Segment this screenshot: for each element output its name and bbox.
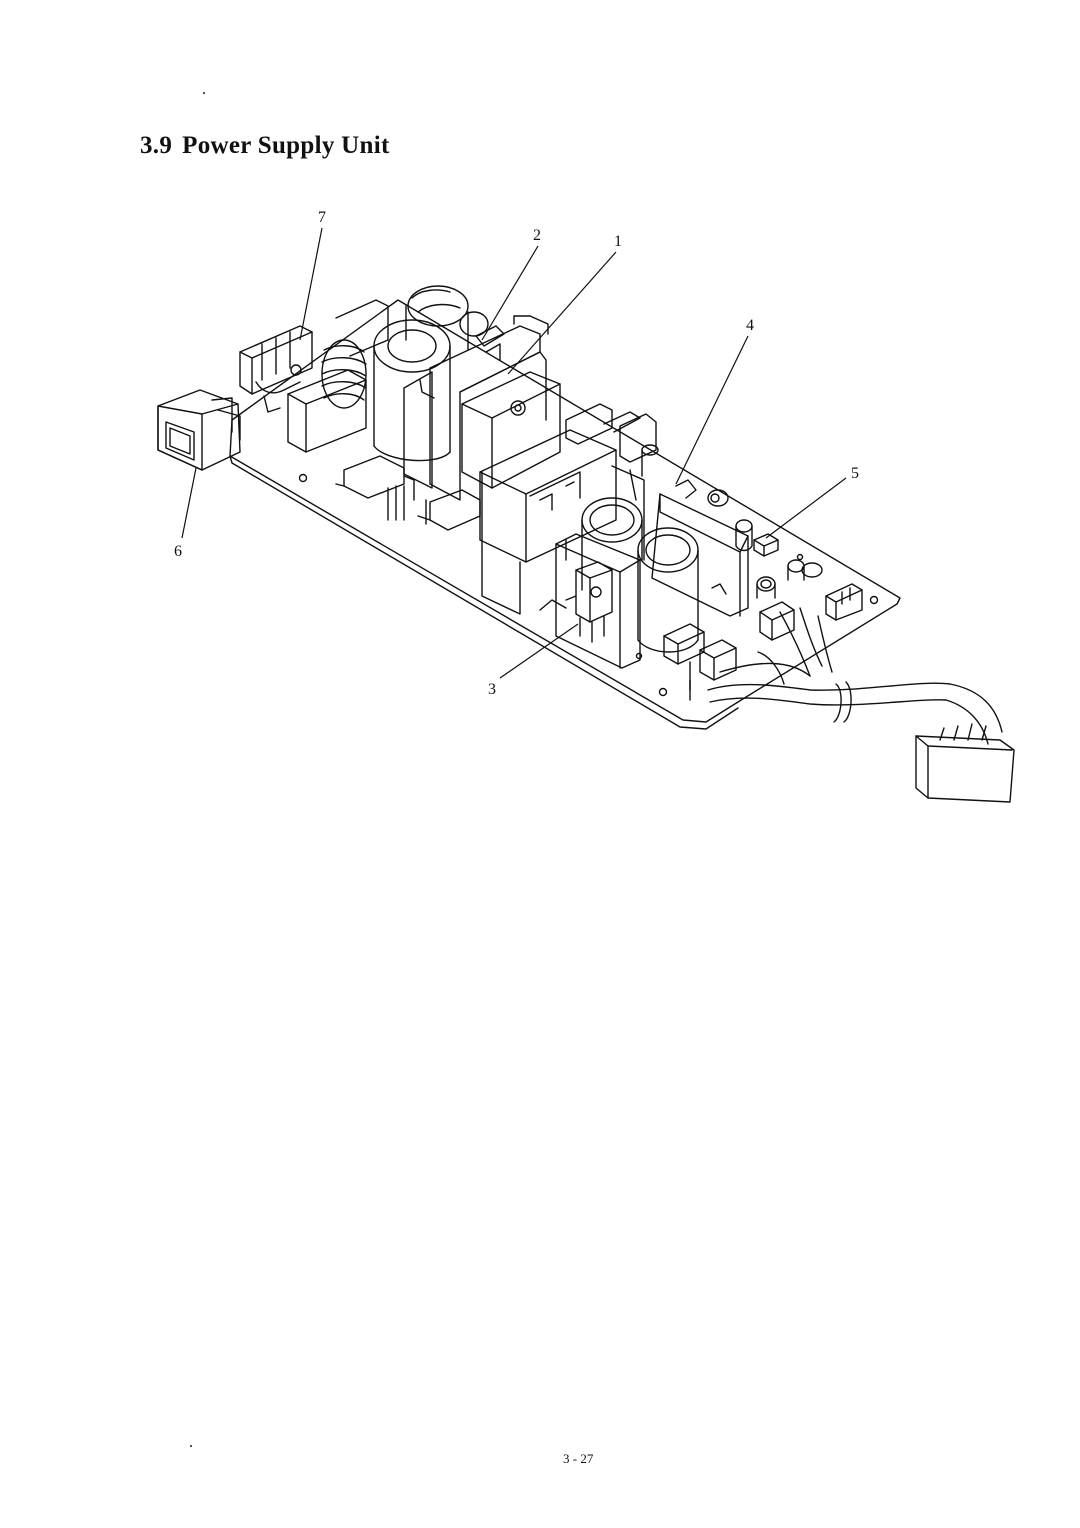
callout-4: 4 [746,317,754,334]
output-wire-harness [707,607,1003,745]
callout-5: 5 [851,465,859,482]
film-capacitor [699,639,737,681]
output-connector-header [825,583,863,621]
filter-capacitor [287,369,367,453]
secondary-heat-sink [555,533,641,669]
axial-resistor [417,489,481,531]
callout-numbers: 7 2 1 4 5 6 3 [174,209,859,698]
callout-3: 3 [488,681,496,698]
leader-1 [507,251,617,375]
mounting-hole [796,553,804,561]
small-capacitor [735,519,753,552]
callout-1: 1 [614,233,622,250]
output-plug [915,723,1015,803]
callout-6: 6 [174,543,182,560]
page-title: 3.9 Power Supply Unit [140,132,390,160]
scan-speck [190,1445,192,1447]
circuit-board [229,299,901,723]
line-filter-coil [405,285,489,351]
mounting-hole [710,493,720,503]
section-title: Power Supply Unit [182,132,390,159]
film-capacitor [759,601,795,641]
main-electrolytic-capacitor [373,319,451,462]
rectifier-heat-sink [651,479,749,617]
line-filter-coil [321,299,389,409]
mounting-hole [298,473,308,483]
switching-transistor [461,325,561,489]
callout-7: 7 [318,209,326,226]
leader-4 [675,335,749,485]
mounting-hole [869,595,879,605]
leader-5 [765,477,847,539]
leader-6 [181,467,197,539]
axial-resistor [335,455,415,521]
circuit-board-edge [229,455,739,730]
main-transformer [479,429,645,615]
callout-2: 2 [533,227,541,244]
scan-speck [203,92,205,94]
photocoupler [753,533,779,557]
callout-leaders [181,227,847,679]
leader-7 [299,227,323,341]
leader-2 [481,245,539,341]
small-capacitor [787,559,823,581]
input-terminal [239,325,313,413]
section-number: 3.9 [140,132,173,159]
page-number: 3 - 27 [563,1451,594,1466]
output-capacitor [637,527,699,653]
mounting-hole [658,687,668,697]
primary-heat-sink [403,315,549,501]
leader-3 [499,623,579,679]
mounting-hole [635,652,643,660]
axial-component [565,403,659,477]
voltage-regulator [565,561,613,643]
small-capacitor [756,576,776,599]
power-switch [157,389,241,471]
